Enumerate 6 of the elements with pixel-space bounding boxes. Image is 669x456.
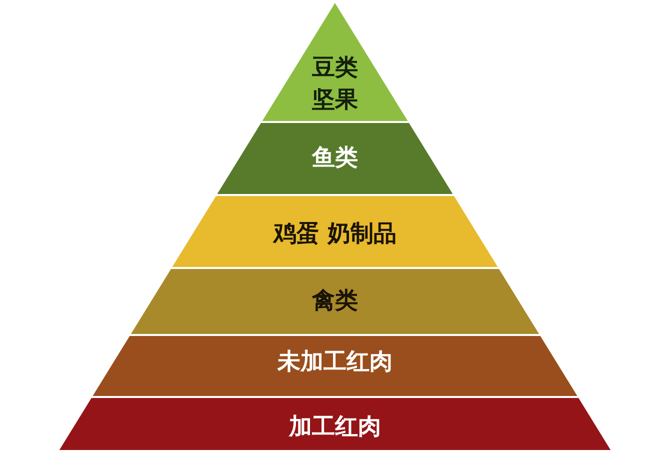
- tier-label: 豆类坚果: [310, 54, 359, 115]
- tier-label: 鱼类: [312, 144, 358, 174]
- tier-label: 未加工红肉: [277, 348, 392, 377]
- tier-label: 加工红肉: [288, 412, 381, 442]
- tier-label: 禽类: [312, 287, 358, 316]
- tier-label: 鸡蛋 奶制品: [273, 220, 396, 250]
